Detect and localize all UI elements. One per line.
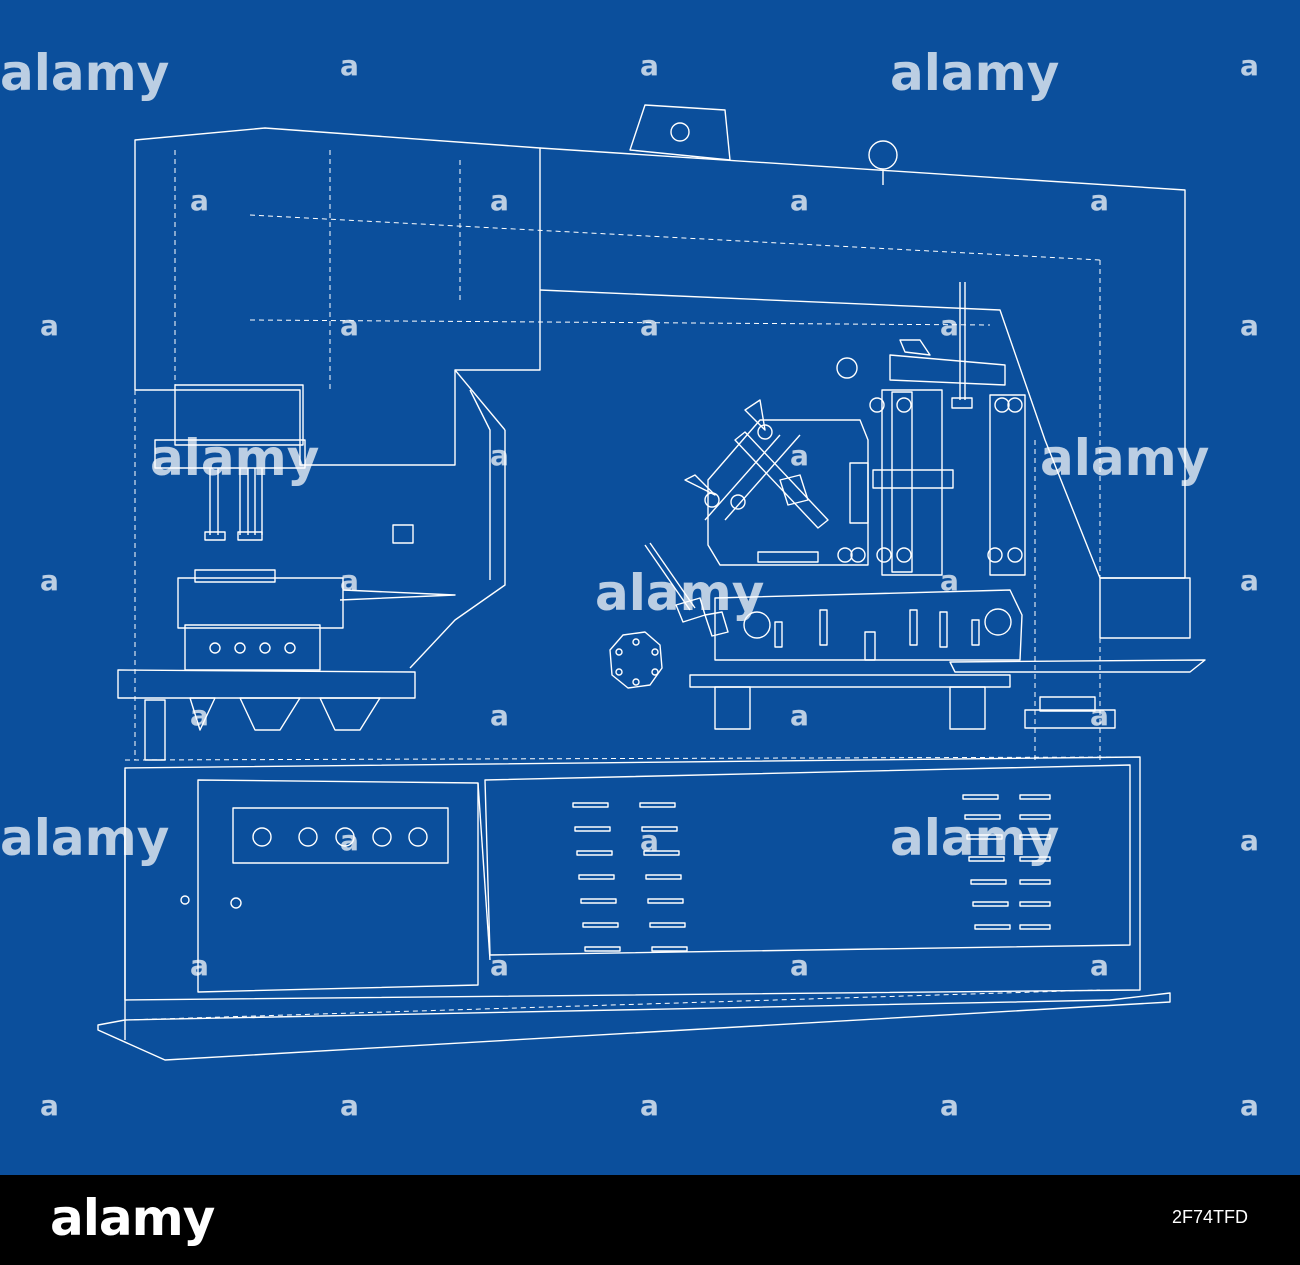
watermark-text: alamy bbox=[1040, 429, 1209, 487]
watermark-small-mark: a bbox=[1090, 184, 1109, 217]
watermark-small-mark: a bbox=[490, 184, 509, 217]
watermark-small-mark: a bbox=[340, 824, 359, 857]
watermark-small-mark: a bbox=[1240, 1089, 1259, 1122]
watermark-small-mark: a bbox=[340, 1089, 359, 1122]
watermark-small-mark: a bbox=[640, 824, 659, 857]
watermark-small-mark: a bbox=[40, 1089, 59, 1122]
watermark-small-mark: a bbox=[190, 949, 209, 982]
watermark-text: alamy bbox=[150, 429, 319, 487]
watermark-small-mark: a bbox=[790, 699, 809, 732]
watermark-small-mark: a bbox=[190, 184, 209, 217]
lifting-lug bbox=[629, 104, 731, 161]
watermark-text: alamy bbox=[890, 809, 1059, 867]
watermark-text: alamy bbox=[0, 44, 169, 102]
watermark-small-mark: a bbox=[640, 309, 659, 342]
base-cabinet bbox=[97, 756, 1171, 1061]
watermark-small-mark: a bbox=[1240, 564, 1259, 597]
watermark-small-mark: a bbox=[940, 309, 959, 342]
watermark-small-mark: a bbox=[790, 439, 809, 472]
watermark-layer: alamy alamy alamy alamy alamy alamy alam… bbox=[0, 44, 1259, 1122]
watermark-small-mark: a bbox=[940, 564, 959, 597]
watermark-small-mark: a bbox=[1240, 309, 1259, 342]
watermark-text: alamy bbox=[595, 564, 764, 622]
alamy-logo: alamy bbox=[50, 1189, 215, 1247]
watermark-small-mark: a bbox=[940, 1089, 959, 1122]
watermark-small-mark: a bbox=[190, 699, 209, 732]
punch-plate bbox=[609, 589, 1206, 730]
punch-head bbox=[154, 384, 414, 544]
watermark-text: alamy bbox=[890, 44, 1059, 102]
watermark-small-mark: a bbox=[790, 949, 809, 982]
watermark-small-mark: a bbox=[1240, 49, 1259, 82]
watermark-small-mark: a bbox=[1090, 699, 1109, 732]
watermark-small-mark: a bbox=[1240, 824, 1259, 857]
vent-slots bbox=[572, 794, 1051, 952]
watermark-small-mark: a bbox=[640, 49, 659, 82]
watermark-small-mark: a bbox=[340, 309, 359, 342]
upper-frame bbox=[134, 104, 1191, 760]
footer-bar: alamy 2F74TFD bbox=[0, 1175, 1300, 1265]
watermark-small-mark: a bbox=[640, 1089, 659, 1122]
shear-section bbox=[644, 282, 1026, 637]
watermark-small-mark: a bbox=[340, 49, 359, 82]
machine-wireframe bbox=[97, 104, 1206, 1061]
watermark-small-mark: a bbox=[490, 699, 509, 732]
watermark-small-mark: a bbox=[40, 564, 59, 597]
watermark-small-mark: a bbox=[40, 309, 59, 342]
watermark-small-mark: a bbox=[1090, 949, 1109, 982]
watermark-small-mark: a bbox=[490, 439, 509, 472]
watermark-small-mark: a bbox=[490, 949, 509, 982]
watermark-small-mark: a bbox=[340, 564, 359, 597]
watermark-small-mark: a bbox=[790, 184, 809, 217]
punch-table bbox=[117, 569, 456, 761]
watermark-text: alamy bbox=[0, 809, 169, 867]
blueprint-illustration: alamy alamy alamy alamy alamy alamy alam… bbox=[0, 0, 1300, 1175]
image-id: 2F74TFD bbox=[1171, 1207, 1248, 1227]
